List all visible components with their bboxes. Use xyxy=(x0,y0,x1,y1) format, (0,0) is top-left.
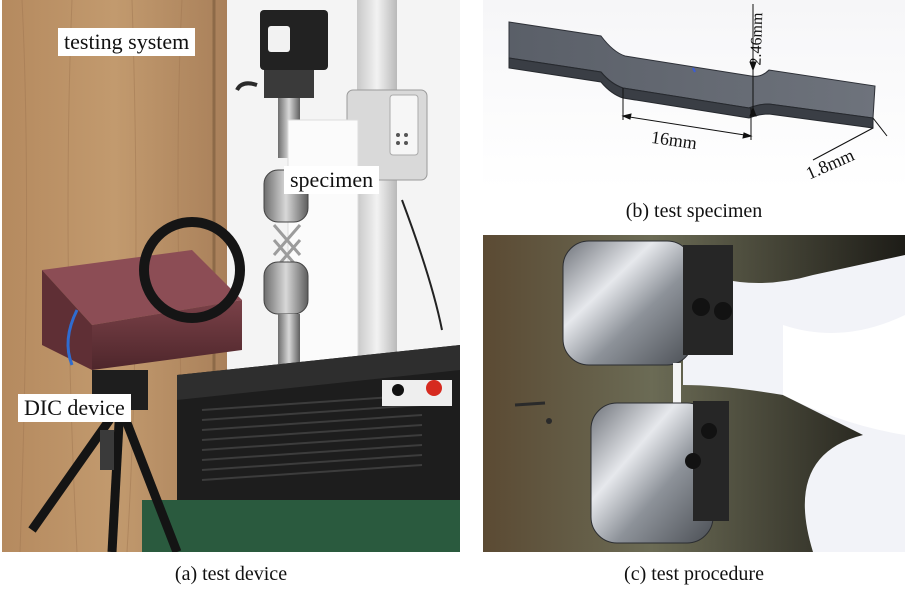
cad-test-specimen: 16mm 2.46mm 1.8mm xyxy=(483,0,905,190)
photo-test-device: testing system specimen DIC device xyxy=(2,0,460,552)
caption-test-procedure: (c) test procedure xyxy=(624,563,764,585)
label-specimen: specimen xyxy=(284,166,380,194)
test-procedure-illustration xyxy=(483,235,905,552)
label-testing-system: testing system xyxy=(58,28,196,56)
caption-test-specimen: (b) test specimen xyxy=(625,200,763,222)
dim-width: 2.46mm xyxy=(747,12,767,66)
test-device-illustration xyxy=(2,0,460,552)
label-dic-device: DIC device xyxy=(18,394,131,422)
caption-test-device: (a) test device xyxy=(174,563,288,585)
specimen-cad-drawing xyxy=(483,0,905,190)
photo-test-procedure xyxy=(483,235,905,552)
